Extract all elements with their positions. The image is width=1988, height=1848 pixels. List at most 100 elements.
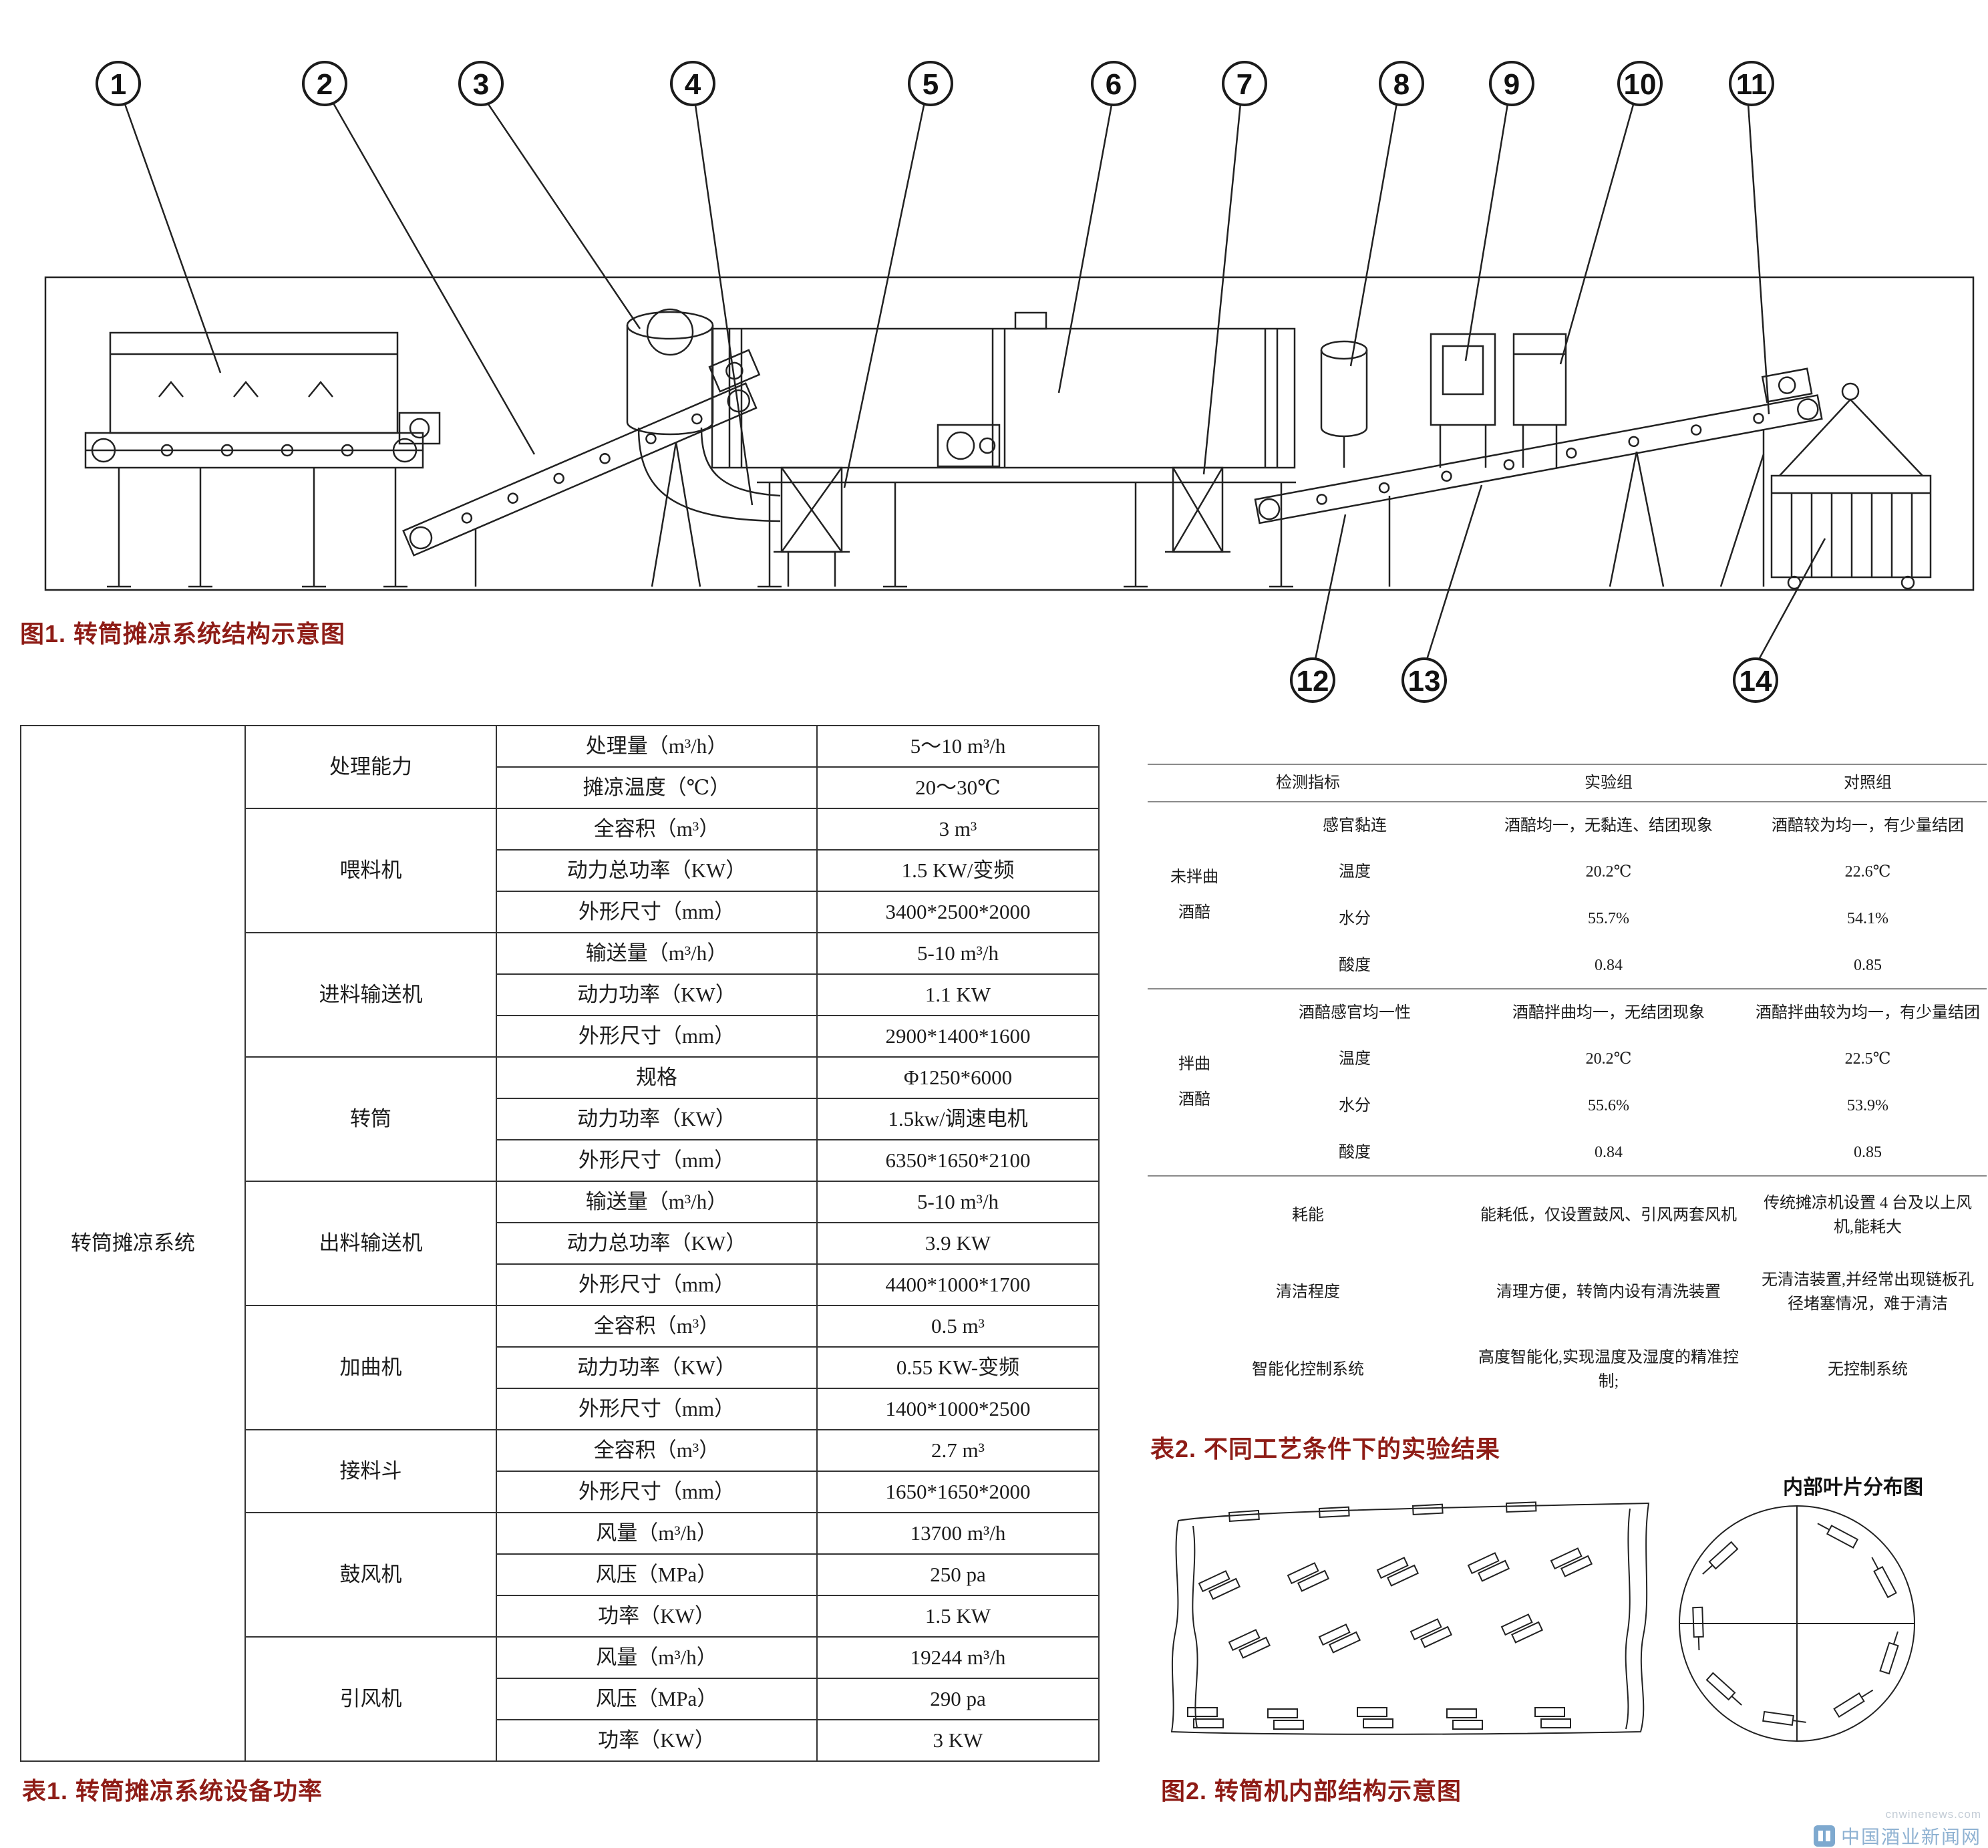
watermark: cnwinenews.com 中国酒业新闻网 <box>1813 1808 1981 1848</box>
feeder-hopper <box>84 331 441 588</box>
callout-number: 6 <box>1106 68 1122 101</box>
indicator-cell: 耗能 <box>1292 1206 1324 1224</box>
value-cell: 0.55 KW-变频 <box>816 1346 1100 1389</box>
indicator-cell: 酸度 <box>1241 1129 1468 1177</box>
table-row: 酸度 0.84 0.85 <box>1148 1129 1987 1177</box>
table1-caption: 表1. 转筒摊凉系统设备功率 <box>22 1777 323 1805</box>
control-cell: 无清洁装置,并经常出现链板孔径堵塞情况，难于清洁 <box>1762 1271 1974 1313</box>
table-row: 加曲机 全容积（m³） 0.5 m³ <box>21 1305 1100 1430</box>
param-cell: 全容积（m³） <box>496 1305 818 1348</box>
value-cell: 4400*1000*1700 <box>816 1263 1100 1306</box>
table-row: 喂料机 全容积（m³） 3 m³ <box>21 808 1100 933</box>
shell-blades <box>1187 1501 1593 1730</box>
param-cell: 处理量（m³/h） <box>496 725 818 768</box>
param-cell: 功率（KW） <box>496 1595 818 1638</box>
group-cell: 未拌曲 酒醅 <box>1148 802 1241 989</box>
group-cell: 进料输送机 <box>244 932 497 1058</box>
param-cell: 风压（MPa） <box>496 1678 818 1720</box>
table-row: 功率（KW） 1.5 KW <box>21 1595 1100 1638</box>
table-row: 功率（KW） 3 KW <box>21 1719 1100 1762</box>
dust-cylinder <box>1320 340 1368 468</box>
group-cell: 喂料机 <box>244 808 497 933</box>
table2-caption: 表2. 不同工艺条件下的实验结果 <box>1150 1435 1501 1462</box>
callout-number: 5 <box>923 68 939 101</box>
table-row: 智能化控制系统 高度智能化,实现温度及湿度的精准控制; 无控制系统 <box>1148 1331 1987 1408</box>
table-row: 外形尺寸（mm） 2900*1400*1600 <box>21 1015 1100 1058</box>
experimental-cell: 清理方便，转筒内设有清洗装置 <box>1496 1283 1721 1301</box>
group-cell: 引风机 <box>244 1636 497 1762</box>
experimental-cell: 0.84 <box>1468 1129 1749 1177</box>
experimental-cell: 20.2℃ <box>1585 863 1632 881</box>
table-row: 动力总功率（KW） 3.9 KW <box>21 1222 1100 1265</box>
callout-leader-lines <box>123 100 1826 660</box>
param-cell: 外形尺寸（mm） <box>496 1388 818 1430</box>
value-cell: 2.7 m³ <box>816 1429 1100 1472</box>
table-row: 摊凉温度（℃） 20～30℃ <box>21 766 1100 809</box>
figure2-drum-internal: 内部叶片分布图 <box>1170 1476 1923 1742</box>
control-cell: 53.9% <box>1847 1097 1888 1114</box>
blade-distribution-circle <box>1679 1505 1915 1742</box>
indicator-cell: 酒醅感官均一性 <box>1299 1004 1411 1022</box>
value-cell: 3400*2500*2000 <box>816 891 1100 933</box>
value-cell: 3 m³ <box>816 808 1100 851</box>
control-cell: 0.85 <box>1749 1129 1987 1177</box>
param-cell: 外形尺寸（mm） <box>496 1263 818 1306</box>
value-cell: 1.5 KW <box>816 1595 1100 1638</box>
callout-number: 14 <box>1740 665 1772 698</box>
unrolled-shell-outline <box>1170 1502 1650 1735</box>
value-cell: 13700 m³/h <box>816 1512 1100 1555</box>
control-cell: 22.6℃ <box>1844 863 1891 881</box>
indicator-cell: 温度 <box>1339 1050 1371 1068</box>
param-cell: 动力总功率（KW） <box>496 1222 818 1265</box>
figure1-schematic: 1 2 3 4 5 6 7 8 9 10 11 12 13 14 <box>44 61 1975 703</box>
table-row: 鼓风机 风量（m³/h） 13700 m³/h <box>21 1512 1100 1638</box>
infeed-conveyor <box>402 349 761 587</box>
indicator-cell: 水分 <box>1339 910 1371 927</box>
callout-number: 8 <box>1393 68 1410 101</box>
watermark-site-name: 中国酒业新闻网 <box>1840 1827 1981 1847</box>
table-row: 风压（MPa） 250 pa <box>21 1553 1100 1596</box>
blower-fan <box>774 466 850 587</box>
table-row: 耗能 能耗低，仅设置鼓风、引风两套风机 传统摊凉机设置 4 台及以上风机,能耗大 <box>1148 1176 1987 1253</box>
value-cell: 3 KW <box>816 1719 1100 1762</box>
table-row: 动力功率（KW） 0.55 KW-变频 <box>21 1346 1100 1389</box>
param-cell: 动力总功率（KW） <box>496 849 818 892</box>
table-row: 进料输送机 输送量（m³/h） 5-10 m³/h <box>21 932 1100 1058</box>
figure1-caption: 图1. 转筒摊凉系统结构示意图 <box>20 620 346 647</box>
table-row: 转筒 规格 Φ1250*6000 <box>21 1056 1100 1182</box>
callout-number: 12 <box>1297 665 1329 698</box>
table-row: 水分 55.7% 54.1% <box>1148 895 1987 942</box>
table2-experiment-results: 检测指标 实验组 对照组 未拌曲 酒醅 感官黏连 酒醅均一，无黏连、结团现象 酒… <box>1148 764 1987 1408</box>
experimental-cell: 55.7% <box>1588 910 1629 927</box>
table-row: 检测指标 实验组 对照组 <box>1148 764 1987 802</box>
callout-number: 2 <box>317 68 333 101</box>
value-cell: 20～30℃ <box>816 766 1100 809</box>
value-cell: 1650*1650*2000 <box>816 1471 1100 1513</box>
table-row: 清洁程度 清理方便，转筒内设有清洗装置 无清洁装置,并经常出现链板孔径堵塞情况，… <box>1148 1253 1987 1331</box>
header-experimental: 实验组 <box>1468 764 1749 802</box>
param-cell: 风量（m³/h） <box>496 1512 818 1555</box>
table-row: 外形尺寸（mm） 1400*1000*2500 <box>21 1388 1100 1430</box>
value-cell: 19244 m³/h <box>816 1636 1100 1679</box>
air-duct <box>637 427 781 522</box>
table-row: 水分 55.6% 53.9% <box>1148 1082 1987 1129</box>
control-cell: 22.5℃ <box>1844 1050 1891 1068</box>
callout-number: 7 <box>1236 68 1253 101</box>
table1-equipment-power: 转筒摊凉系统 处理能力 处理量（m³/h） 5～10 m³/h 摊凉温度（℃） … <box>20 725 1100 1762</box>
param-cell: 风量（m³/h） <box>496 1636 818 1679</box>
callout-number: 9 <box>1504 68 1520 101</box>
header-indicator: 检测指标 <box>1148 764 1468 802</box>
value-cell: 1.5kw/调速电机 <box>816 1098 1100 1140</box>
indicator-cell: 清洁程度 <box>1276 1283 1340 1301</box>
value-cell: 2900*1400*1600 <box>816 1015 1100 1058</box>
param-cell: 外形尺寸（mm） <box>496 1015 818 1058</box>
param-cell: 动力功率（KW） <box>496 1346 818 1389</box>
group-cell: 出料输送机 <box>244 1181 497 1306</box>
param-cell: 风压（MPa） <box>496 1553 818 1596</box>
control-cell: 酒醅较为均一，有少量结团 <box>1772 816 1964 834</box>
table-row: 外形尺寸（mm） 3400*2500*2000 <box>21 891 1100 933</box>
table-row: 外形尺寸（mm） 1650*1650*2000 <box>21 1471 1100 1513</box>
group-cell: 鼓风机 <box>244 1512 497 1638</box>
group-cell: 拌曲 酒醅 <box>1148 989 1241 1177</box>
